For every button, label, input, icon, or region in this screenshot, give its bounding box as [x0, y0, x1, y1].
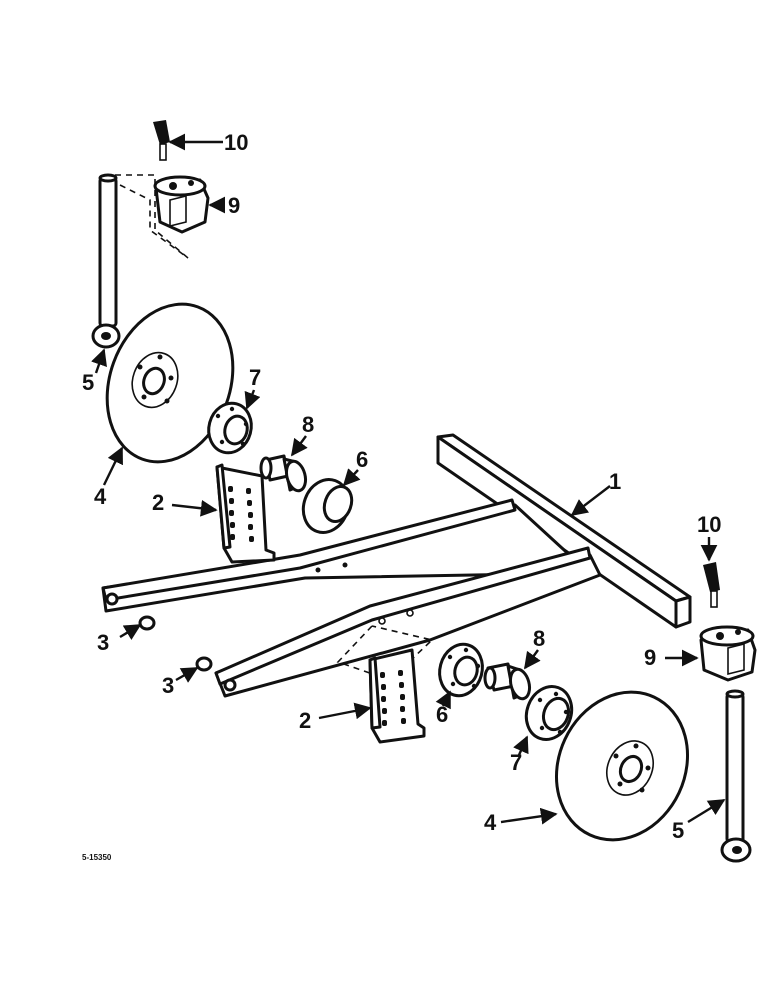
callout-3-lower: 3 [162, 673, 174, 698]
callout-6-lower: 6 [436, 702, 448, 727]
callout-1: 1 [609, 469, 621, 494]
callout-9-upper: 9 [228, 193, 240, 218]
nut-upper [138, 615, 156, 631]
standard-upper [91, 173, 189, 349]
handle-bolt-lower [703, 562, 720, 608]
clamp-lower [699, 625, 757, 682]
disc-upper [105, 302, 235, 464]
callout-6-upper: 6 [356, 447, 368, 472]
callout-3-upper: 3 [97, 630, 109, 655]
callout-4-lower: 4 [484, 810, 497, 835]
leader-lines [91, 133, 726, 825]
spindle-upper [259, 454, 308, 493]
nut-lower [195, 656, 213, 672]
bracket-plate-upper [215, 463, 276, 564]
callout-2-lower: 2 [299, 708, 311, 733]
callouts: 10 9 5 4 7 8 6 2 1 3 3 2 10 9 8 6 7 4 5 [82, 130, 721, 843]
spindle-lower [483, 662, 532, 701]
handle-bolt-upper [153, 120, 170, 161]
callout-4-upper: 4 [94, 484, 107, 509]
callout-7-upper: 7 [249, 365, 261, 390]
callout-5-lower: 5 [672, 818, 684, 843]
callout-9-lower: 9 [644, 645, 656, 670]
hub-flange-lower [438, 642, 484, 698]
hub-flange-upper [207, 401, 253, 455]
disc-lower [554, 690, 690, 842]
callout-5-upper: 5 [82, 370, 94, 395]
callout-10-upper: 10 [224, 130, 248, 155]
cross-beam [436, 433, 692, 629]
callout-8-upper: 8 [302, 412, 314, 437]
callout-10-lower: 10 [697, 512, 721, 537]
callout-8-lower: 8 [533, 626, 545, 651]
clamp-upper [153, 175, 210, 234]
callout-2-upper: 2 [152, 490, 164, 515]
standard-lower [720, 689, 752, 863]
figure-code: 5-15350 [82, 853, 112, 862]
bracket-plate-lower [368, 648, 426, 744]
frame-arm-lower [214, 546, 602, 698]
bearing-lower [524, 685, 574, 741]
frame-arm-upper [101, 498, 587, 613]
bearing-upper [301, 478, 354, 534]
callout-7-lower: 7 [510, 750, 522, 775]
